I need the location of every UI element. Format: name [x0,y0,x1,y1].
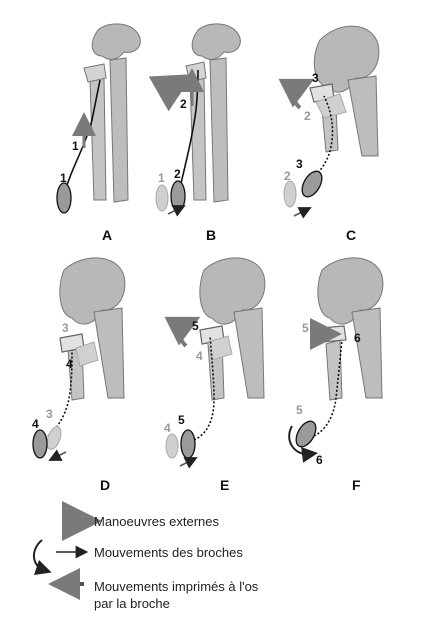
label-step: 6 [316,453,323,467]
humerus [199,257,266,325]
fragment-ghost [75,341,99,367]
pin-handle [301,170,323,198]
pin [193,335,215,441]
fragment-ghost [207,335,233,361]
label-step: 1 [60,171,67,185]
pin-handle [295,420,317,448]
panel-letter: F [352,477,361,493]
label-step-ghost: 3 [46,407,53,421]
humerus [191,23,241,60]
panel-letter: E [220,477,229,493]
panel-c: 3 2 3 2 C [278,25,380,243]
label-step: 3 [312,71,319,85]
label-step-ghost: 3 [62,321,69,335]
humerus [317,257,384,325]
ulna [233,307,265,399]
label-step: 4 [66,357,73,371]
legend-pin-movements: Mouvements des broches [94,545,243,560]
pin-rotation-icon [33,539,52,576]
panel-d: 3 4 4 3 D [32,257,126,493]
legend-bone-movements-line1: Mouvements imprimés à l'os [94,579,259,594]
label-step: 5 [192,319,199,333]
label-step: 2 [180,97,187,111]
ulna [347,75,379,157]
radial-head [83,63,107,83]
label-step-ghost: 1 [158,171,165,185]
pin-handle-ghost [283,180,297,208]
rotation-arrow [167,205,186,217]
label-step-ghost: 4 [164,421,171,435]
pin [47,349,73,437]
ulna [209,57,229,203]
panel-letter: D [100,477,110,493]
rotation-arrow [293,207,312,219]
panel-letter: A [102,227,112,243]
external-arrow [148,74,194,112]
rotation-arrow [179,457,198,469]
pin-handle-ghost [155,184,169,212]
panel-letter: C [346,227,356,243]
humerus [91,23,141,60]
label-step-ghost: 5 [302,321,309,335]
panel-f: 5 6 5 6 F [288,257,384,493]
radial-head [185,61,207,83]
label-step: 6 [354,331,361,345]
radius [89,77,107,201]
label-step-ghost: 5 [296,403,303,417]
label-step: 3 [296,157,303,171]
rotation-arrow [48,449,67,461]
label-step: 5 [178,413,185,427]
panel-b: 2 2 1 B [148,23,241,243]
pin-handle [32,429,48,459]
humerus [313,25,380,93]
pin-handle [170,180,186,212]
ulna [109,57,129,203]
pin-handle-ghost [46,426,62,450]
humerus [59,257,126,325]
pin-handle [56,182,72,214]
panel-e: 5 4 5 4 E [164,257,266,493]
fragment-ghost [315,93,347,119]
panel-a: 1 1 A [56,23,141,243]
pin [313,339,343,437]
legend-external-maneuvers: Manoeuvres externes [94,514,220,529]
label-step-ghost: 2 [304,109,311,123]
legend-bone-movements-line2: par la broche [94,596,170,611]
ulna [351,307,383,399]
ulna [93,307,125,399]
label-step-ghost: 2 [284,169,291,183]
label-step: 4 [32,417,39,431]
label-step-ghost: 4 [196,349,203,363]
pin-rotation-arrow [288,425,318,463]
label-step: 1 [72,139,79,153]
external-arrow [164,316,201,348]
label-step: 2 [174,167,181,181]
pin [311,95,334,179]
pin-handle [180,429,196,459]
pin-handle-ghost [165,433,179,459]
panel-letter: B [206,227,216,243]
legend-symbols [33,501,102,600]
external-arrow [278,78,315,110]
